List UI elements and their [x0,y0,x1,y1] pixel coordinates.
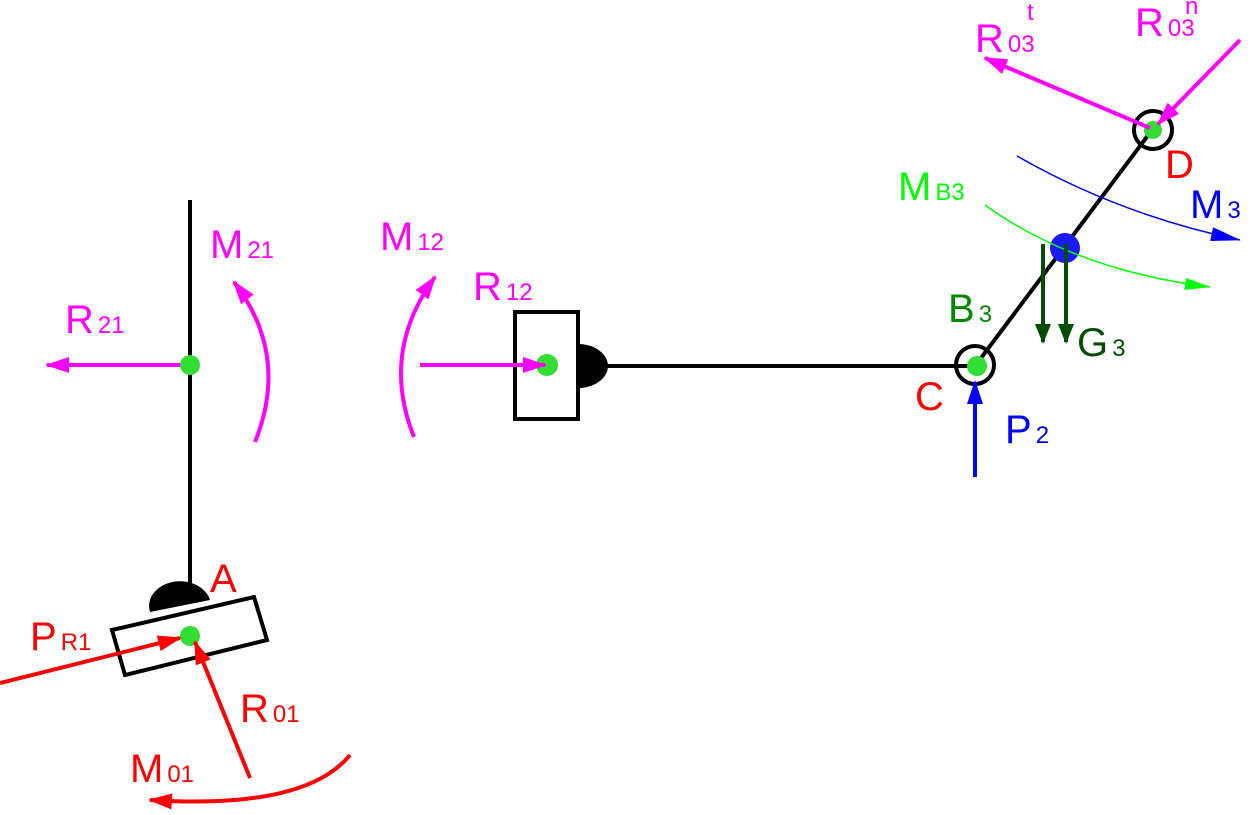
label-d: D [1165,143,1194,187]
arrow-pr1 [0,635,182,685]
label-r03t-sup: t [1027,0,1034,26]
joint-c [967,356,987,376]
label-a: A [210,557,237,601]
arrow-mb3 [984,204,1211,290]
label-r03n-sup: n [1185,0,1198,20]
arrow-m3 [1016,155,1241,241]
joint-link1-mid [180,355,200,375]
link-1 [109,200,270,678]
arrow-r03t [983,56,1151,130]
arrow-r01 [193,640,252,779]
arrow-m12 [399,275,437,438]
arrow-m21 [232,280,271,443]
joint-d-ring [1132,109,1174,151]
arrow-r03n [1156,38,1242,126]
pin-a [149,581,210,612]
link-2 [513,310,975,421]
label-c: C [915,375,944,419]
arrow-m01 [148,753,352,810]
